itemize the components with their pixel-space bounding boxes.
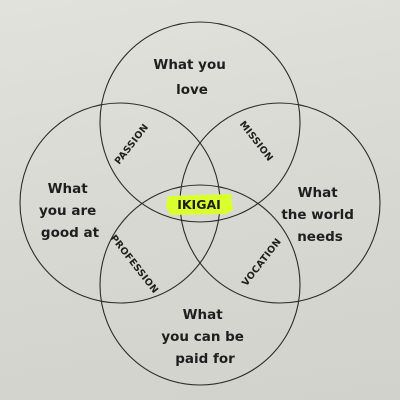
overlap-label-vocation: VOCATION bbox=[240, 236, 284, 288]
label-what-you-love: What you love bbox=[153, 57, 230, 98]
overlap-label-mission: MISSION bbox=[237, 119, 275, 164]
label-world-needs-line2: the world bbox=[281, 207, 354, 223]
label-paid-for-line1: What bbox=[183, 307, 224, 323]
ikigai-highlight-mark bbox=[166, 194, 233, 215]
label-good-at-line1: What bbox=[48, 181, 89, 197]
label-what-you-can-be-paid-for: What you can be paid for bbox=[161, 307, 248, 367]
label-what-the-world-needs: What the world needs bbox=[281, 185, 358, 245]
label-good-at-line3: good at bbox=[41, 225, 100, 241]
label-paid-for-line2: you can be bbox=[161, 329, 244, 345]
label-what-you-love-line1: What you bbox=[153, 57, 225, 73]
label-world-needs-line1: What bbox=[298, 185, 339, 201]
label-what-you-love-line2: love bbox=[176, 82, 208, 98]
center-label-ikigai: IKIGAI bbox=[177, 197, 221, 212]
label-what-you-are-good-at: What you are good at bbox=[39, 181, 101, 241]
overlap-label-profession: PROFESSION bbox=[108, 233, 160, 296]
overlap-label-passion: PASSION bbox=[113, 122, 151, 167]
circle-what-you-love bbox=[99, 21, 301, 223]
label-good-at-line2: you are bbox=[39, 203, 96, 219]
label-paid-for-line3: paid for bbox=[175, 351, 235, 367]
label-world-needs-line3: needs bbox=[297, 229, 343, 245]
circle-what-you-can-be-paid-for bbox=[99, 184, 301, 386]
